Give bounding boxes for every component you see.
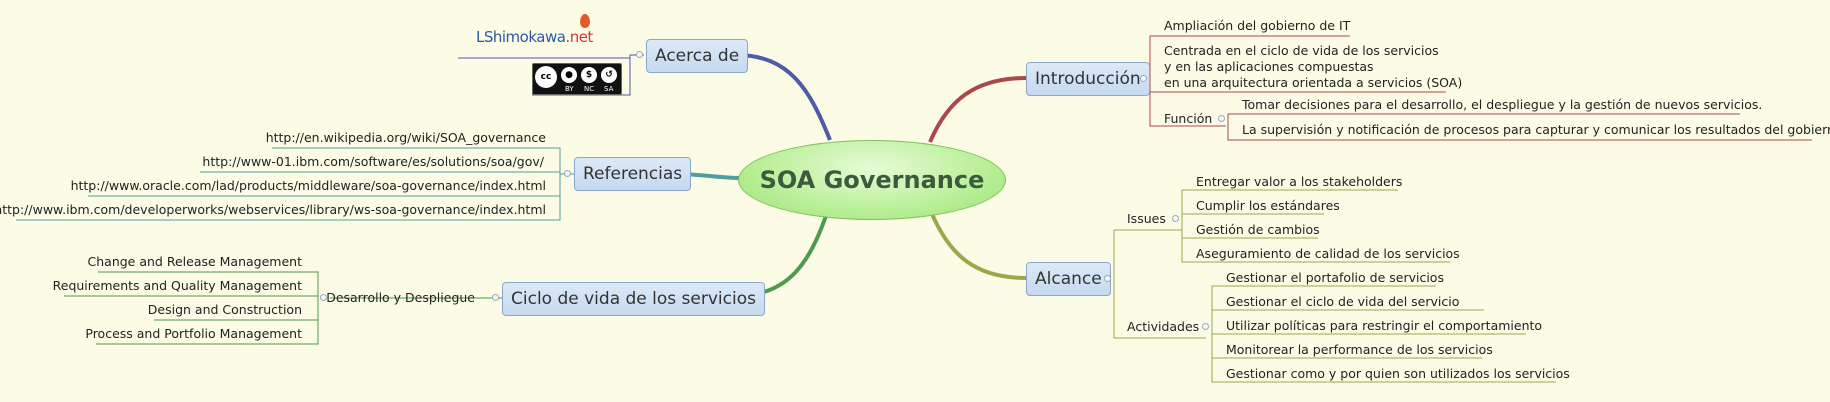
issues-item-line-1: [1181, 189, 1398, 222]
intro-item-block[interactable]: Centrada en el ciclo de vida de los serv…: [1164, 43, 1462, 91]
branch-acerca-connector: [735, 53, 832, 141]
collapse-issues-icon[interactable]: [1172, 215, 1179, 222]
nc-icon: $: [581, 67, 597, 83]
reference-link[interactable]: http://www.oracle.com/lad/products/middl…: [70, 178, 546, 193]
topic-referencias[interactable]: Referencias: [574, 157, 692, 191]
root-label: SOA Governance: [759, 166, 985, 194]
subtopic-issues[interactable]: Issues: [1127, 211, 1166, 226]
logo-drop-icon: [580, 14, 590, 28]
actividades-item[interactable]: Gestionar como y por quien son utilizado…: [1226, 366, 1570, 381]
topic-alcance-label: Alcance: [1035, 269, 1102, 289]
alcance-actividades-line: [1113, 278, 1206, 339]
collapse-introduccion-icon[interactable]: [1140, 75, 1147, 82]
sa-label: SA: [604, 85, 614, 93]
collapse-funcion-icon[interactable]: [1218, 115, 1225, 122]
issues-item-line-4: [1181, 222, 1450, 263]
introduccion-lines: [1149, 35, 1812, 141]
shimokawa-logo: LShimokawa.net: [476, 14, 606, 56]
issues-item[interactable]: Cumplir los estándares: [1196, 198, 1340, 213]
topic-acerca-de[interactable]: Acerca de: [646, 39, 749, 73]
topic-acerca-label: Acerca de: [655, 46, 740, 66]
issues-item-line-2: [1181, 213, 1324, 222]
sa-icon: ↺: [601, 67, 617, 83]
actividades-item-line-5: [1211, 326, 1556, 383]
topic-introduccion-label: Introducción: [1035, 69, 1141, 89]
ciclo-item-line-1: [98, 271, 319, 298]
root-topic[interactable]: SOA Governance: [738, 140, 1006, 220]
issues-item[interactable]: Entregar valor a los stakeholders: [1196, 174, 1403, 189]
collapse-acerca-icon[interactable]: [636, 51, 643, 58]
topic-ciclo-label: Ciclo de vida de los servicios: [511, 289, 756, 309]
reference-link[interactable]: http://www.ibm.com/developerworks/webser…: [0, 202, 546, 217]
ciclo-item[interactable]: Design and Construction: [147, 302, 302, 317]
by-label: BY: [565, 85, 574, 93]
actividades-item[interactable]: Gestionar el ciclo de vida del servicio: [1226, 294, 1460, 309]
cc-icon: cc: [535, 66, 557, 88]
reference-link[interactable]: http://www-01.ibm.com/software/es/soluti…: [202, 154, 544, 169]
intro-item: en una arquitectura orientada a servicio…: [1164, 75, 1463, 90]
ciclo-item-line-4: [96, 298, 319, 345]
ciclo-lines: [64, 271, 502, 345]
topic-introduccion[interactable]: Introducción: [1026, 62, 1150, 96]
collapse-desarrollo-icon[interactable]: [320, 294, 327, 301]
topic-alcance[interactable]: Alcance: [1026, 262, 1111, 296]
subtopic-funcion[interactable]: Función: [1164, 111, 1213, 126]
ciclo-item-line-2: [64, 295, 319, 298]
intro-item[interactable]: Ampliación del gobierno de IT: [1164, 18, 1351, 33]
logo-text: LShimokawa: [476, 28, 566, 46]
alcance-issues-line: [1113, 229, 1182, 278]
branch-alcance-connector: [930, 213, 1027, 280]
acerca-cc-line: [532, 55, 631, 96]
actividades-item[interactable]: Monitorear la performance de los servici…: [1226, 342, 1493, 357]
ciclo-item[interactable]: Process and Portfolio Management: [85, 326, 302, 341]
referencias-lines: [16, 147, 574, 221]
intro-item-line-1: [1149, 35, 1350, 78]
actividades-item-line-2: [1211, 309, 1484, 326]
cc-license-badge: cc ● $ ↺ BY NC SA: [532, 63, 622, 95]
topic-ciclo-de-vida[interactable]: Ciclo de vida de los servicios: [502, 282, 765, 316]
reference-link[interactable]: http://en.wikipedia.org/wiki/SOA_governa…: [265, 130, 546, 145]
collapse-alcance-icon[interactable]: [1104, 275, 1111, 282]
logo-suffix: .net: [565, 28, 593, 46]
actividades-item[interactable]: Gestionar el portafolio de servicios: [1226, 270, 1444, 285]
funcion-item[interactable]: La supervisión y notificación de proceso…: [1242, 122, 1830, 137]
issues-item[interactable]: Aseguramiento de calidad de los servicio…: [1196, 246, 1460, 261]
funcion-item-line-1: [1227, 113, 1740, 118]
ciclo-item[interactable]: Requirements and Quality Management: [52, 278, 302, 293]
subtopic-actividades[interactable]: Actividades: [1127, 319, 1200, 334]
topic-referencias-label: Referencias: [583, 164, 683, 184]
subtopic-desarrollo-despliegue[interactable]: Desarrollo y Despliegue: [326, 290, 475, 305]
actividades-item[interactable]: Utilizar políticas para restringir el co…: [1226, 318, 1543, 333]
cc-label: cc: [540, 72, 552, 82]
collapse-referencias-icon[interactable]: [564, 170, 571, 177]
funcion-item[interactable]: Tomar decisiones para el desarrollo, el …: [1242, 97, 1763, 112]
by-icon: ●: [561, 67, 577, 83]
intro-item: Centrada en el ciclo de vida de los serv…: [1164, 43, 1439, 58]
collapse-actividades-icon[interactable]: [1202, 323, 1209, 330]
issues-item[interactable]: Gestión de cambios: [1196, 222, 1320, 237]
nc-label: NC: [584, 85, 595, 93]
funcion-item-line-2: [1227, 118, 1812, 141]
alcance-lines: [1113, 189, 1556, 383]
ciclo-item[interactable]: Change and Release Management: [87, 254, 302, 269]
collapse-ciclo-icon[interactable]: [492, 294, 499, 301]
referencias-line-4: [16, 174, 561, 221]
referencias-line-2: [200, 171, 561, 174]
intro-funcion-line: [1149, 78, 1226, 127]
branch-introduccion-connector: [928, 76, 1027, 143]
intro-item: y en las aplicaciones compuestas: [1164, 59, 1374, 74]
